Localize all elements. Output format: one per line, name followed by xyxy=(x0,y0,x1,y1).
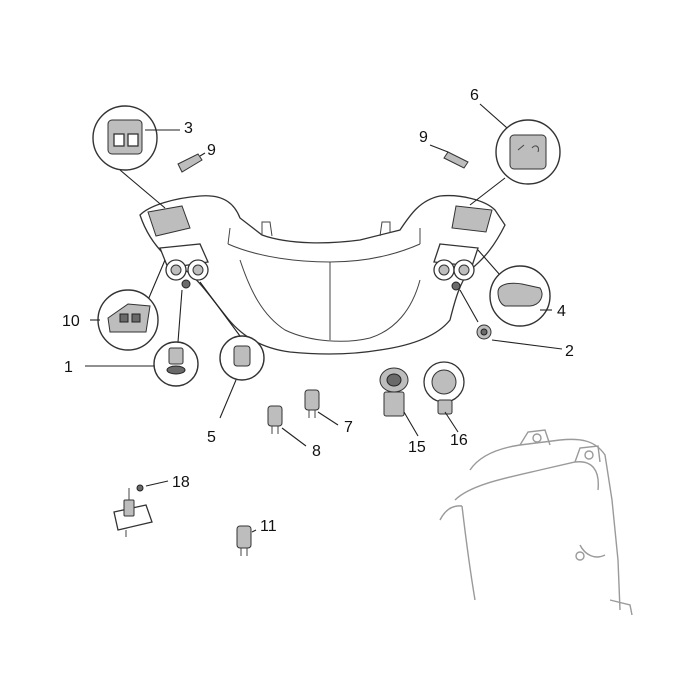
part-labels: 3 9 6 9 10 4 1 2 5 7 8 15 16 18 11 xyxy=(62,87,574,535)
part-8-bulb xyxy=(267,405,307,447)
part-6-switch-callout xyxy=(469,103,561,206)
label-7: 7 xyxy=(344,419,353,436)
label-11: 11 xyxy=(260,518,277,535)
handlebar-cover xyxy=(139,194,506,355)
part-11-bulb xyxy=(236,525,257,556)
part-18-connector xyxy=(113,480,169,537)
part-4-switch-callout xyxy=(477,249,552,327)
label-18: 18 xyxy=(172,474,190,491)
label-9-right: 9 xyxy=(419,129,428,146)
part-9-bulb-left xyxy=(177,152,206,173)
label-15: 15 xyxy=(408,439,426,456)
label-9-left: 9 xyxy=(207,142,216,159)
part-9-bulb-right xyxy=(429,144,469,169)
label-6: 6 xyxy=(470,87,479,104)
part-7-bulb xyxy=(304,389,339,426)
label-16: 16 xyxy=(450,432,468,449)
frame-background xyxy=(439,429,633,616)
label-10: 10 xyxy=(62,313,80,330)
label-1: 1 xyxy=(64,359,73,376)
part-10-switch-callout xyxy=(90,259,166,351)
label-5: 5 xyxy=(207,429,216,446)
label-2: 2 xyxy=(565,343,574,360)
part-16-horn xyxy=(423,361,465,433)
part-2-bulb xyxy=(459,289,563,350)
label-8: 8 xyxy=(312,443,321,460)
label-4: 4 xyxy=(557,303,566,320)
part-5-bulb-callout xyxy=(199,281,265,419)
part-15-component xyxy=(379,367,419,437)
part-3-switch-callout xyxy=(92,105,180,209)
part-1-bulb-callout xyxy=(85,289,199,387)
label-3: 3 xyxy=(184,120,193,137)
